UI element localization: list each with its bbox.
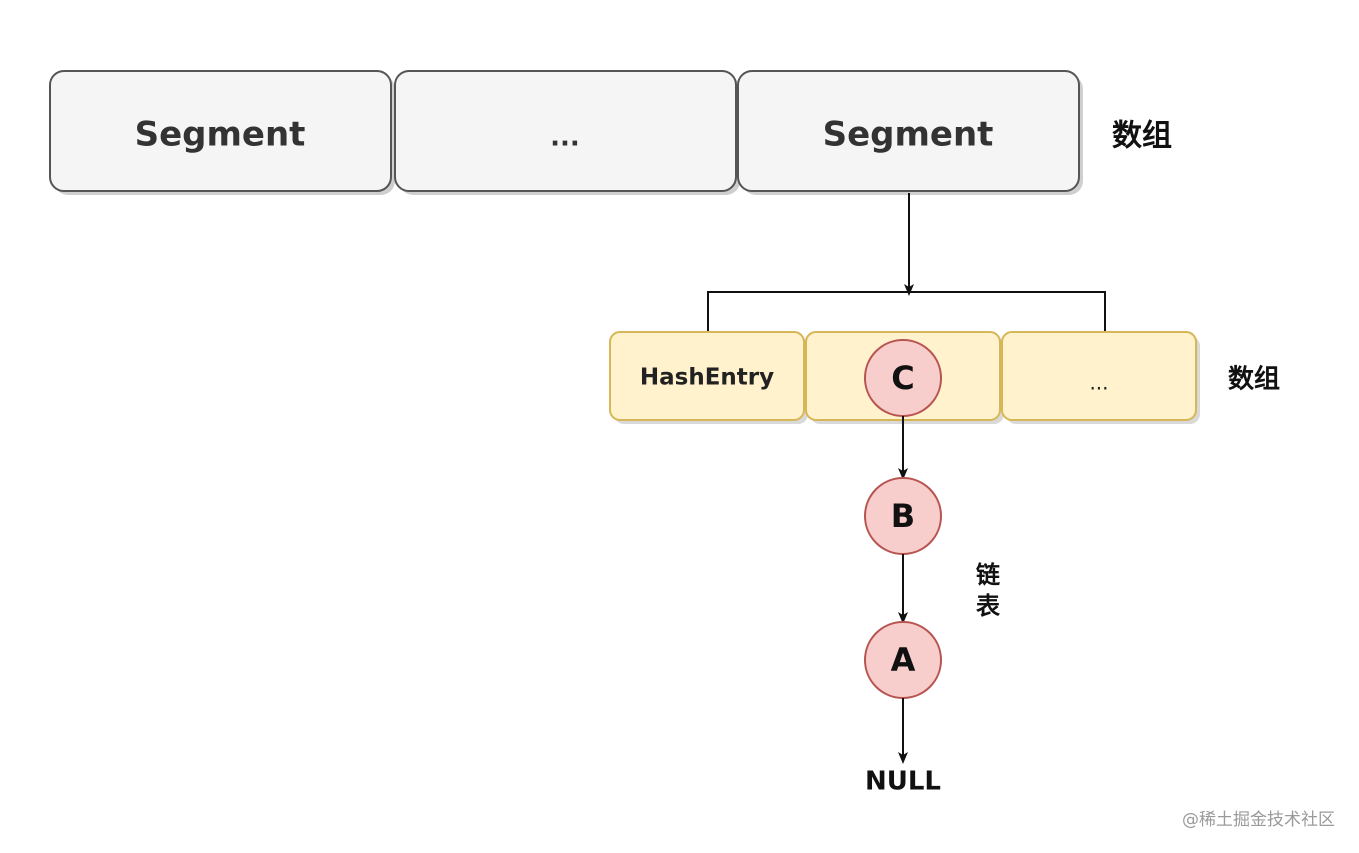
linked-list-label-line1: 链: [976, 561, 1001, 589]
linked-node-c: C: [864, 339, 942, 417]
segment-array: Segment ... Segment: [49, 70, 1083, 195]
entry-cell-1: HashEntry: [609, 331, 808, 424]
segment-label-3: Segment: [823, 115, 994, 155]
entry-label-1: HashEntry: [640, 365, 774, 391]
linked-node-label-c: C: [891, 359, 914, 397]
segment-cell-3: Segment: [737, 70, 1083, 195]
entries-bracket: [707, 291, 1106, 332]
watermark: @稀土掘金技术社区: [1182, 810, 1335, 830]
entry-label-3: ...: [1089, 371, 1108, 395]
segment-cell-1: Segment: [49, 70, 395, 195]
segment-array-label: 数组: [1112, 119, 1172, 154]
segment-cell-2: ...: [394, 70, 740, 195]
null-label: NULL: [865, 767, 941, 797]
linked-list-label-line2: 表: [976, 592, 1001, 620]
entry-array-label: 数组: [1228, 364, 1280, 395]
segment-label-2: ...: [550, 123, 580, 153]
linked-node-a: A: [864, 621, 942, 699]
linked-node-label-a: A: [891, 641, 916, 679]
linked-node-label-b: B: [891, 497, 915, 535]
entry-cell-3: ...: [1001, 331, 1200, 424]
linked-list: C B A NULL: [864, 339, 942, 797]
linked-node-b: B: [864, 477, 942, 555]
segment-label-1: Segment: [135, 115, 306, 155]
